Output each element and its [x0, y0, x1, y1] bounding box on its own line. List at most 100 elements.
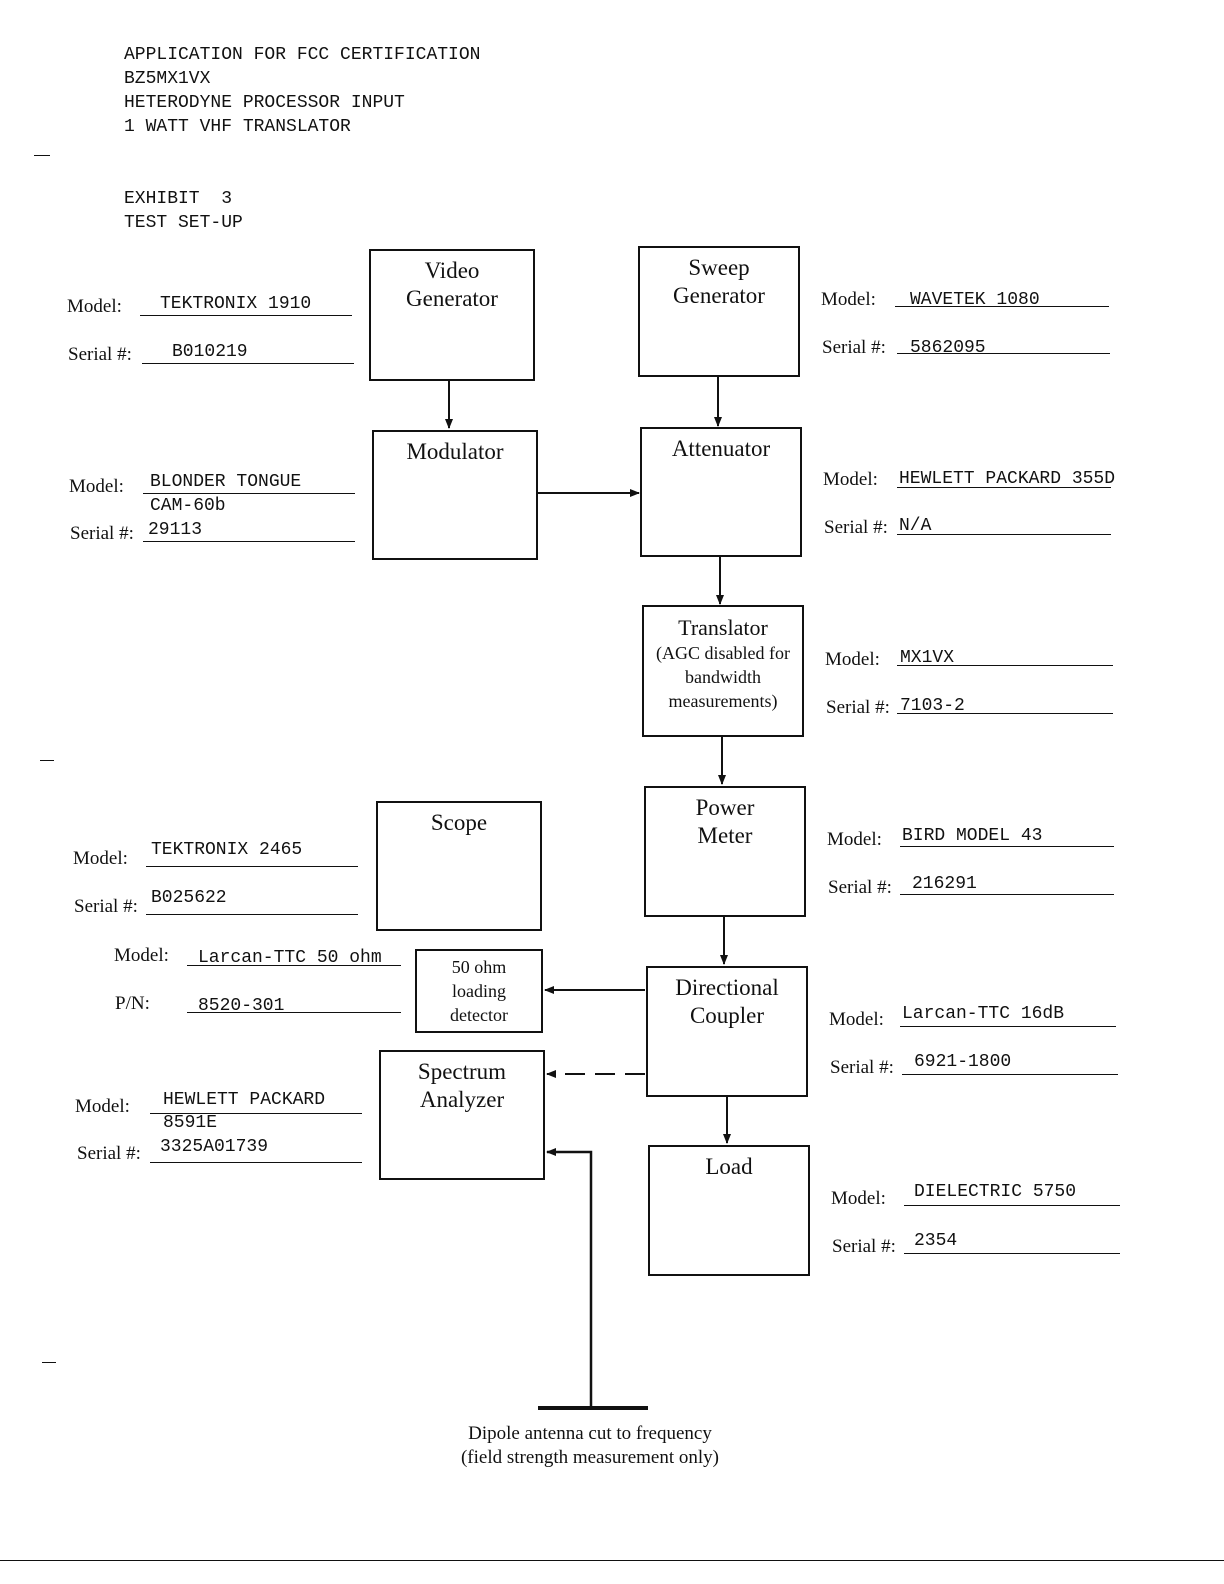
directional-coupler-model-label: Model: [829, 1009, 884, 1030]
underline [897, 665, 1113, 666]
translator-serial: 7103-2 [900, 696, 965, 716]
video-generator-serial-label: Serial #: [68, 344, 132, 365]
loading-detector-model: Larcan-TTC 50 ohm [198, 948, 382, 968]
modulator-block: Modulator [372, 430, 538, 560]
attenuator-serial: N/A [899, 516, 932, 536]
translator-note-2: bandwidth [685, 667, 761, 687]
underline [900, 846, 1114, 847]
header-line-4: 1 WATT VHF TRANSLATOR [124, 117, 351, 137]
video-generator-model-label: Model: [67, 296, 122, 317]
underline [895, 306, 1109, 307]
directional-coupler-serial: 6921-1800 [914, 1052, 1012, 1072]
loading-detector-title-1: 50 ohm [451, 957, 507, 977]
power-meter-model-label: Model: [827, 829, 882, 850]
translator-serial-label: Serial #: [826, 697, 890, 718]
underline [187, 1012, 401, 1013]
modulator-model-line2: CAM-60b [150, 496, 226, 516]
spectrum-analyzer-title-2: Analyzer [419, 1087, 505, 1112]
power-meter-block: Power Meter [644, 786, 806, 917]
header-line-3: HETERODYNE PROCESSOR INPUT [124, 93, 405, 113]
underline [897, 487, 1111, 488]
page-bottom-rule [0, 1560, 1224, 1561]
modulator-title: Modulator [406, 439, 504, 464]
underline [140, 315, 352, 316]
margin-mark [34, 155, 50, 156]
loading-detector-block: 50 ohm loading detector [415, 949, 543, 1033]
modulator-model-label: Model: [69, 476, 124, 497]
spectrum-analyzer-model-line1: HEWLETT PACKARD [163, 1090, 326, 1110]
translator-title: Translator [678, 615, 768, 640]
loading-detector-title-2: loading [452, 981, 506, 1001]
scope-block: Scope [376, 801, 542, 931]
underline [900, 894, 1114, 895]
spectrum-analyzer-block: Spectrum Analyzer [379, 1050, 545, 1180]
loading-detector-pn: 8520-301 [198, 996, 285, 1016]
attenuator-title: Attenuator [671, 436, 771, 461]
translator-model-label: Model: [825, 649, 880, 670]
margin-mark [42, 1362, 56, 1363]
modulator-serial-label: Serial #: [70, 523, 134, 544]
spectrum-analyzer-model-line2: 8591E [163, 1113, 218, 1133]
power-meter-model: BIRD MODEL 43 [902, 826, 1043, 846]
underline [904, 1253, 1120, 1254]
sweep-generator-title-1: Sweep [688, 255, 750, 280]
video-generator-block: Video Generator [369, 249, 535, 381]
video-generator-title-2: Generator [406, 286, 498, 311]
header-line-2: BZ5MX1VX [124, 69, 211, 89]
translator-block: Translator (AGC disabled for bandwidth m… [642, 605, 804, 737]
spectrum-analyzer-title-1: Spectrum [417, 1059, 507, 1084]
underline [897, 713, 1113, 714]
margin-mark [40, 760, 54, 761]
underline [897, 353, 1110, 354]
underline [143, 493, 355, 494]
power-meter-title-2: Meter [697, 823, 753, 848]
underline [142, 363, 354, 364]
underline [146, 914, 358, 915]
video-generator-serial: B010219 [172, 342, 248, 362]
translator-note-3: measurements) [668, 691, 778, 711]
page-subtitle: TEST SET-UP [124, 213, 243, 233]
loading-detector-pn-label: P/N: [115, 993, 150, 1014]
loading-detector-model-label: Model: [114, 945, 169, 966]
directional-coupler-block: Directional Coupler [646, 966, 808, 1097]
directional-coupler-serial-label: Serial #: [830, 1057, 894, 1078]
header-line-1: APPLICATION FOR FCC CERTIFICATION [124, 45, 481, 65]
power-meter-title-1: Power [695, 795, 755, 820]
loading-detector-title-3: detector [450, 1005, 508, 1025]
underline [150, 1113, 362, 1114]
attenuator-model-label: Model: [823, 469, 878, 490]
antenna-caption-line2: (field strength measurement only) [460, 1447, 719, 1468]
underline [187, 965, 401, 966]
underline [897, 534, 1111, 535]
load-model: DIELECTRIC 5750 [914, 1182, 1077, 1202]
attenuator-serial-label: Serial #: [824, 517, 888, 538]
load-serial-label: Serial #: [832, 1236, 896, 1257]
antenna-caption: Dipole antenna cut to frequency (field s… [400, 1422, 780, 1470]
power-meter-serial-label: Serial #: [828, 877, 892, 898]
spectrum-analyzer-serial: 3325A01739 [160, 1137, 269, 1157]
modulator-serial: 29113 [148, 520, 203, 540]
exhibit-label: EXHIBIT 3 [124, 189, 233, 209]
spectrum-analyzer-serial-label: Serial #: [77, 1143, 141, 1164]
load-title: Load [705, 1154, 753, 1179]
load-model-label: Model: [831, 1188, 886, 1209]
directional-coupler-model: Larcan-TTC 16dB [902, 1004, 1065, 1024]
directional-coupler-title-1: Directional [675, 975, 779, 1000]
underline [902, 1074, 1118, 1075]
translator-model: MX1VX [900, 648, 955, 668]
underline [150, 1162, 362, 1163]
antenna-caption-line1: Dipole antenna cut to frequency [468, 1423, 712, 1444]
sweep-generator-block: Sweep Generator [638, 246, 800, 377]
power-meter-serial: 216291 [912, 874, 977, 894]
underline [904, 1205, 1120, 1206]
load-block: Load [648, 1145, 810, 1276]
translator-note-1: (AGC disabled for [656, 643, 790, 663]
attenuator-model: HEWLETT PACKARD 355D [899, 469, 1116, 489]
arrow-antenna-to-analyzer [546, 1148, 593, 1408]
modulator-model-line1: BLONDER TONGUE [150, 472, 302, 492]
scope-serial: B025622 [151, 888, 227, 908]
sweep-generator-model-label: Model: [821, 289, 876, 310]
underline [146, 866, 358, 867]
sweep-generator-serial-label: Serial #: [822, 337, 886, 358]
